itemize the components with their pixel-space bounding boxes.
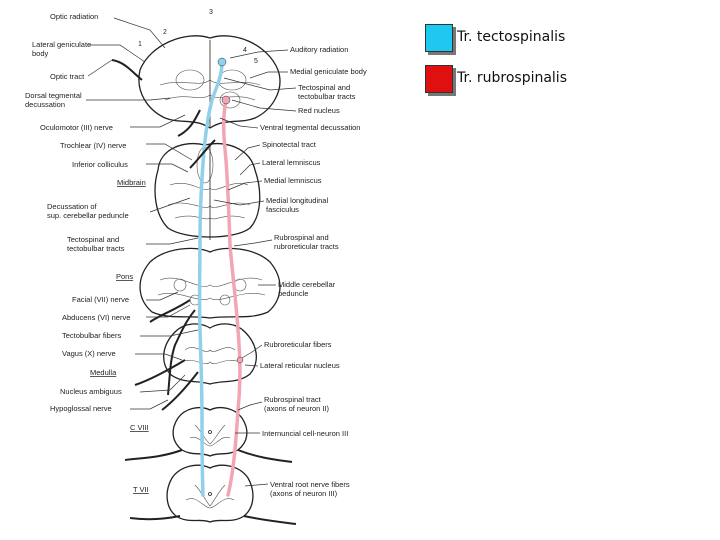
abducens-nerve xyxy=(149,299,191,323)
tectospinal-tract xyxy=(197,60,224,497)
label-optic-tract: Optic tract xyxy=(50,72,85,81)
label-lateral-lemniscus: Lateral lemniscus xyxy=(262,158,321,167)
label-auditory-radiation: Auditory radiation xyxy=(290,45,348,54)
vagus-nerve xyxy=(134,359,186,386)
label-c-level: C VIII xyxy=(130,423,149,432)
label-decussation: Decussation of xyxy=(47,202,98,211)
red-nucleus-marks xyxy=(221,95,244,364)
label-mlf: Medial longitudinal xyxy=(266,196,328,205)
nerves xyxy=(111,59,297,525)
oculomotor-nerve xyxy=(177,109,201,137)
pons-section xyxy=(139,247,281,319)
label-inferior-colliculus: Inferior colliculus xyxy=(72,160,128,169)
label-abducens-nerve: Abducens (VI) nerve xyxy=(62,313,130,322)
label-midbrain: Midbrain xyxy=(117,178,146,187)
label-lateral-reticular: Lateral reticular nucleus xyxy=(260,361,340,370)
label-pons: Pons xyxy=(116,272,133,281)
label-facial-nerve: Facial (VII) nerve xyxy=(72,295,129,304)
midbrain-section xyxy=(154,142,261,238)
label-hypoglossal-nerve: Hypoglossal nerve xyxy=(50,404,112,413)
label-internuncial: Internuncial cell-neuron III xyxy=(262,429,348,438)
label-oculomotor-nerve: Oculomotor (III) nerve xyxy=(40,123,113,132)
label-medulla: Medulla xyxy=(90,368,117,377)
label-vagus-nerve: Vagus (X) nerve xyxy=(62,349,116,358)
label-mlf-fasciculus: fasciculus xyxy=(266,205,299,214)
label-rubroreticular-tracts: rubroreticular tracts xyxy=(274,242,339,251)
diencephalon-section xyxy=(138,35,281,129)
cervical-roots-left xyxy=(124,449,183,461)
label-lateral-geniculate: Lateral geniculate xyxy=(32,40,91,49)
hypoglossal-nerve xyxy=(161,371,199,411)
label-ventral-root: Ventral root nerve fibers xyxy=(270,480,350,489)
labels-left: Optic radiation Lateral geniculate body … xyxy=(25,12,149,494)
label-rubrospinal-rubroreticular: Rubrospinal and xyxy=(274,233,329,242)
label-medial-geniculate: Medial geniculate body xyxy=(290,67,367,76)
trochlear-nerve xyxy=(189,139,216,169)
leader-lines xyxy=(86,17,297,487)
label-tectospinal-tectobulbar-tracts: tectobulbar tracts xyxy=(67,244,125,253)
thoracic-roots-right xyxy=(243,515,297,525)
number-4: 4 xyxy=(243,47,247,54)
label-rubroreticular-fibers: Rubroreticular fibers xyxy=(264,340,332,349)
legend-label-tectospinalis: Tr. tectospinalis xyxy=(457,29,566,45)
cervical-roots-right xyxy=(237,449,293,463)
label-tectobulbar-fibers: Tectobulbar fibers xyxy=(62,331,121,340)
legend-label-rubrospinalis: Tr. rubrospinalis xyxy=(457,70,567,86)
medulla-section xyxy=(163,323,257,385)
tectum-marks xyxy=(217,57,227,67)
thoracic-roots-left xyxy=(129,515,181,521)
label-t-level: T VII xyxy=(133,485,149,494)
label-dorsal-tegmental: Dorsal tegmental xyxy=(25,91,82,100)
label-rubrospinal-tract: Rubrospinal tract xyxy=(264,395,322,404)
label-lateral-geniculate-body: body xyxy=(32,49,49,58)
labels-right: Auditory radiation Medial geniculate bod… xyxy=(260,45,367,498)
number-3: 3 xyxy=(209,9,213,16)
legend-swatch-rubrospinalis xyxy=(425,65,453,93)
label-optic-radiation: Optic radiation xyxy=(50,12,98,21)
label-tectobulbar-right: tectobulbar tracts xyxy=(298,92,356,101)
number-1: 1 xyxy=(138,41,142,48)
label-decussation-peduncle: sup. cerebellar peduncle xyxy=(47,211,129,220)
label-ventral-tegmental: Ventral tegmental decussation xyxy=(260,123,360,132)
label-middle-cerebellar: Middle cerebellar xyxy=(278,280,336,289)
label-tectospinal-tectobulbar: Tectospinal and xyxy=(67,235,119,244)
label-nucleus-ambiguus: Nucleus ambiguus xyxy=(60,387,122,396)
label-medial-lemniscus: Medial lemniscus xyxy=(264,176,322,185)
number-5: 5 xyxy=(254,58,258,65)
rubrospinal-tract-line xyxy=(221,98,242,497)
thoracic-cord-section xyxy=(166,464,254,523)
label-dorsal-tegmental-decussation: decussation xyxy=(25,100,65,109)
rubrospinal-tract xyxy=(221,98,242,497)
label-tectospinal-right: Tectospinal and xyxy=(298,83,350,92)
brain-sections xyxy=(138,35,281,523)
label-trochlear-nerve: Trochlear (IV) nerve xyxy=(60,141,126,150)
label-ventral-root-axons: (axons of neuron III) xyxy=(270,489,338,498)
number-2: 2 xyxy=(163,29,167,36)
facial-nerve xyxy=(167,309,196,396)
optic-tract-nerve xyxy=(111,59,143,81)
number-markers: 1 2 3 4 5 xyxy=(138,9,258,65)
tectospinal-tract-line xyxy=(197,60,224,497)
label-rubrospinal-axons: (axons of neuron II) xyxy=(264,404,330,413)
legend-swatch-tectospinalis xyxy=(425,24,453,52)
label-red-nucleus: Red nucleus xyxy=(298,106,340,115)
label-middle-cerebellar-peduncle: peduncle xyxy=(278,289,308,298)
label-spinotectal: Spinotectal tract xyxy=(262,140,317,149)
